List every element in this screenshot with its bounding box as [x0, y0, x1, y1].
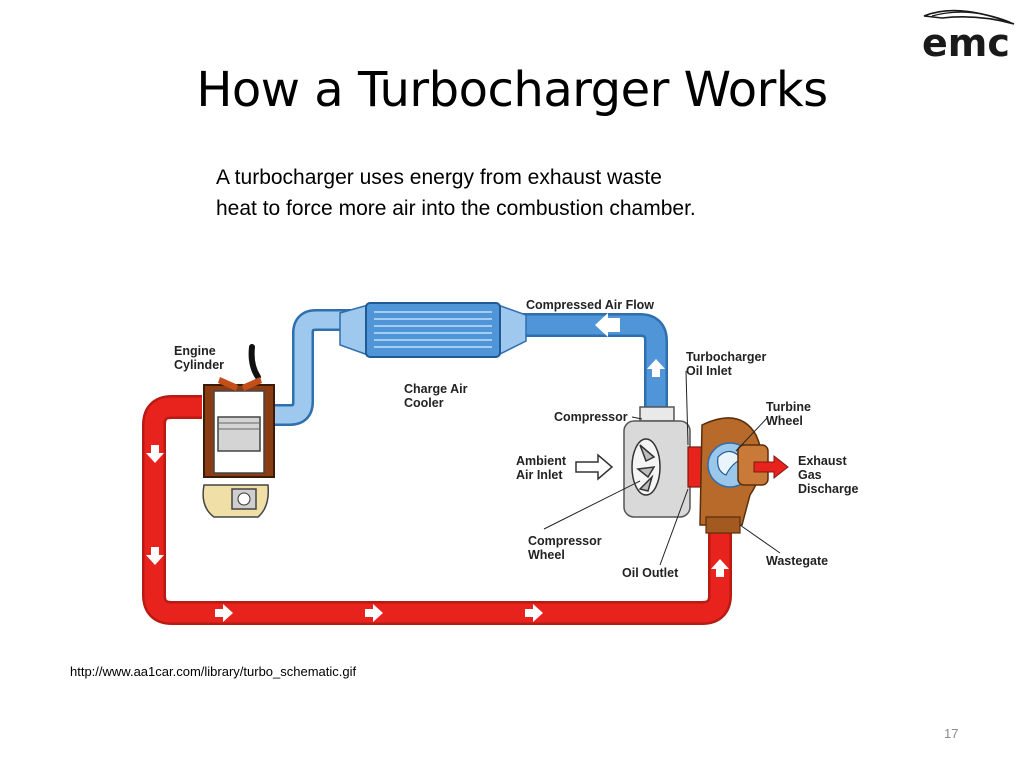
charge-air-cooler — [339, 302, 527, 358]
label-exhaust-2: Gas — [798, 468, 822, 482]
label-cooler-2: Cooler — [404, 396, 444, 410]
diagram-labels: Engine Cylinder Charge Air Cooler Compre… — [174, 298, 858, 580]
ambient-air-arrow — [575, 453, 614, 481]
slide-title: How a Turbocharger Works — [196, 62, 828, 118]
label-turbine-2: Wheel — [766, 414, 803, 428]
label-oil-outlet: Oil Outlet — [622, 566, 679, 580]
intro-line-2: heat to force more air into the combusti… — [216, 197, 696, 220]
label-comp-wheel-2: Wheel — [528, 548, 565, 562]
emc-logo: emc — [922, 9, 1015, 64]
label-ambient-2: Air Inlet — [516, 468, 563, 482]
engine-cylinder — [202, 344, 275, 518]
label-exhaust-3: Discharge — [798, 482, 858, 496]
intro-line-1: A turbocharger uses energy from exhaust … — [216, 166, 662, 189]
label-engine-2: Cylinder — [174, 358, 224, 372]
label-oil-inlet-1: Turbocharger — [686, 350, 766, 364]
turbine — [699, 417, 769, 534]
label-compressed-air-flow: Compressed Air Flow — [526, 298, 654, 312]
label-ambient-1: Ambient — [516, 454, 567, 468]
label-oil-inlet-2: Oil Inlet — [686, 364, 733, 378]
page-number: 17 — [944, 726, 959, 741]
intake-pipe — [270, 309, 668, 426]
turbo-diagram: Engine Cylinder Charge Air Cooler Compre… — [142, 298, 858, 625]
leader-lines — [543, 370, 781, 566]
label-exhaust-1: Exhaust — [798, 454, 847, 468]
label-comp-wheel-1: Compressor — [528, 534, 602, 548]
compressor — [623, 406, 705, 518]
intro-text: A turbocharger uses energy from exhaust … — [216, 162, 836, 224]
label-compressor: Compressor — [554, 410, 628, 424]
source-credit: http://www.aa1car.com/library/turbo_sche… — [70, 664, 357, 679]
logo-text: emc — [922, 21, 1010, 64]
label-turbine-1: Turbine — [766, 400, 811, 414]
label-cooler-1: Charge Air — [404, 382, 468, 396]
exhaust-flow-arrows — [146, 445, 729, 622]
label-wastegate: Wastegate — [766, 554, 828, 568]
exhaust-pipe — [142, 395, 732, 625]
label-engine-1: Engine — [174, 344, 216, 358]
exhaust-discharge-arrow — [753, 454, 789, 480]
